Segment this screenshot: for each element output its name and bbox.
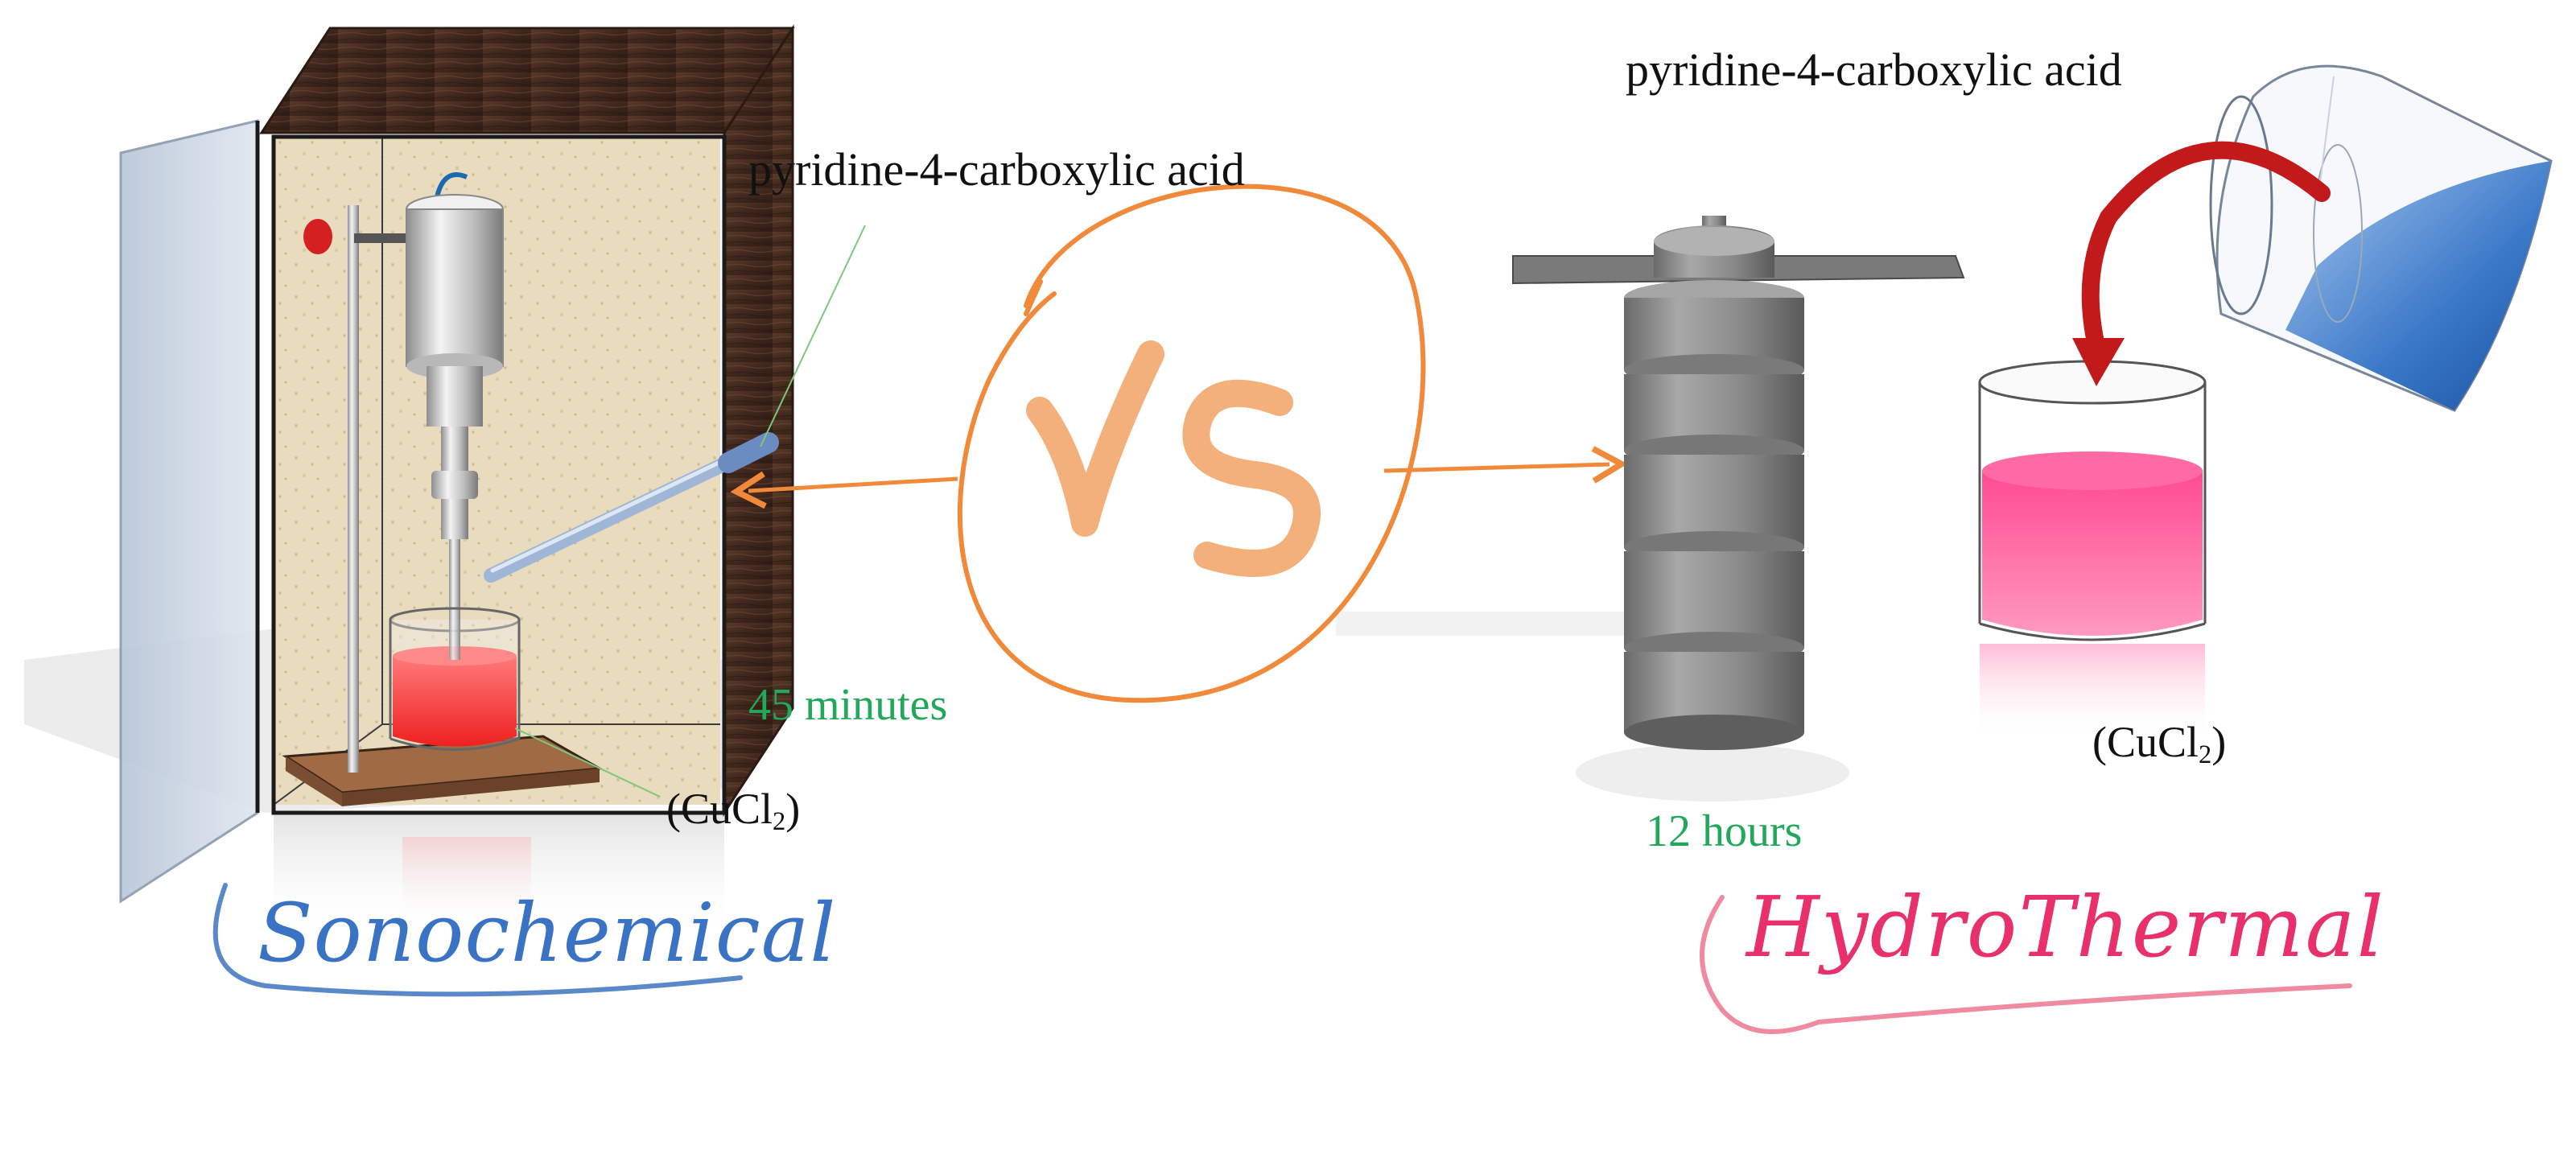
hydrothermal-underline [1700, 895, 2352, 1034]
vs-circle [957, 183, 1426, 703]
pipette-icon [484, 432, 779, 583]
cucl2-left-sub: 2 [773, 807, 786, 837]
method-label-hydrothermal: HydroThermal [1746, 878, 2385, 976]
hydro-beaker-icon [1978, 360, 2207, 641]
arrow-to-hydro [1383, 446, 1628, 484]
glass-door [119, 119, 259, 904]
beaker-reflection-right [1980, 644, 2205, 740]
sonochemical-underline [212, 883, 743, 997]
beaker-reflection-left [402, 837, 531, 925]
method-label-sonochemical: Sonochemical [258, 886, 837, 980]
hydro-liquid [1982, 471, 2203, 636]
cucl2-right-prefix: (CuCl [2092, 718, 2199, 766]
pyridine-label-right: pyridine-4-carboxylic acid [1626, 43, 2122, 96]
cucl2-label-left: (CuCl2) [666, 785, 801, 835]
ultrasonic-probe-icon [406, 172, 504, 660]
pouring-beaker-icon [2209, 64, 2553, 412]
cucl2-left-suffix: ) [785, 785, 801, 833]
sono-liquid [393, 656, 517, 747]
time-label-hydrothermal: 12 hours [1646, 806, 1803, 856]
cucl2-left-prefix: (CuCl [666, 785, 773, 833]
vs-letters [1026, 340, 1321, 577]
pyridine-label-left: pyridine-4-carboxylic acid [748, 143, 1245, 196]
cucl2-label-right: (CuCl2) [2092, 718, 2227, 768]
autoclave-shadow [1576, 744, 1849, 802]
cucl2-right-suffix: ) [2211, 718, 2227, 766]
pour-arrow [2072, 141, 2331, 386]
clamp-knob [303, 219, 332, 254]
cucl2-callout-line [514, 727, 661, 797]
floor-shadow-right [1336, 612, 1674, 636]
time-label-sonochemical: 45 minutes [748, 680, 948, 730]
sono-beaker-icon [389, 607, 521, 751]
retort-stand-icon [282, 205, 604, 806]
cucl2-right-sub: 2 [2199, 740, 2212, 770]
pyridine-callout-line [760, 225, 866, 447]
autoclave-icon [1512, 216, 1965, 750]
arrow-to-sono [730, 471, 958, 509]
